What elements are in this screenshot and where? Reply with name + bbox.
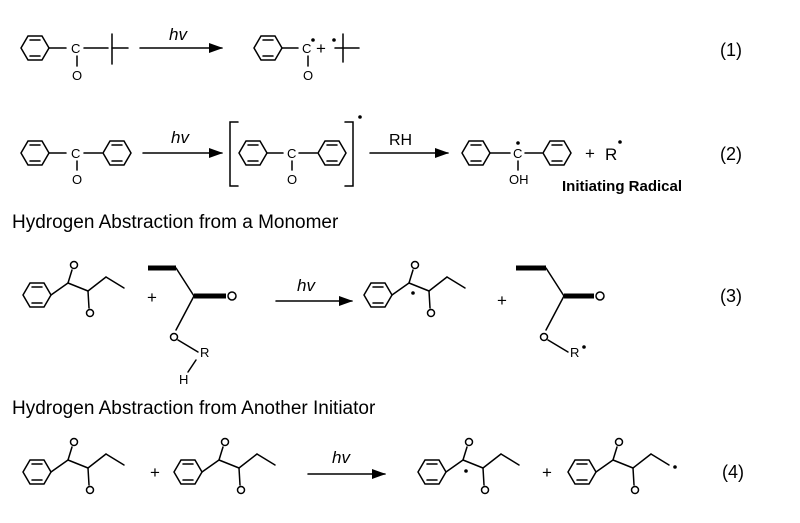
benzene-ring — [317, 140, 347, 166]
equation-number: (1) — [720, 40, 742, 60]
carbonyl-oxygen-atom — [220, 437, 230, 447]
initiating-radical-label: Initiating Radical — [562, 178, 682, 195]
carbonyl-oxygen-atom — [69, 260, 79, 270]
carbonyl-carbon: C — [302, 41, 311, 56]
benzene-ring — [20, 35, 50, 61]
ether-oxygen-atom — [539, 332, 549, 342]
benzene-ring — [20, 140, 50, 166]
carbonyl-oxygen: O — [72, 172, 82, 187]
reaction-4: + hv + (4) — [22, 437, 744, 495]
benzene-ring — [567, 459, 597, 485]
carbonyl-oxygen-atom — [227, 291, 237, 301]
radical-dot — [311, 38, 315, 42]
r-group: R — [570, 345, 579, 360]
radical-dot — [411, 291, 415, 295]
carbonyl-oxygen-atom — [595, 291, 605, 301]
benzene-ring — [238, 140, 268, 166]
benzene-ring — [542, 140, 572, 166]
carbonyl-oxygen-atom — [480, 485, 490, 495]
right-bracket — [344, 121, 354, 187]
condition-label: hv — [297, 276, 316, 295]
carbonyl-carbon: C — [287, 146, 296, 161]
radical-dot — [358, 115, 362, 119]
carbonyl-oxygen: O — [72, 68, 82, 83]
benzene-ring — [22, 459, 52, 485]
carbonyl-carbon: C — [71, 41, 80, 56]
reaction-2: C O hv C O RH C OH + R Initiating Radica… — [20, 115, 742, 195]
carbinol-carbon: C — [513, 146, 522, 161]
equation-number: (4) — [722, 462, 744, 482]
section-heading-initiator: Hydrogen Abstraction from Another Initia… — [12, 398, 376, 419]
carbonyl-oxygen-atom — [464, 437, 474, 447]
benzene-ring — [363, 282, 393, 308]
carbonyl-oxygen-atom — [614, 437, 624, 447]
radical-dot — [464, 469, 468, 473]
radical-symbol: R — [605, 145, 617, 164]
radical-dot — [332, 38, 336, 42]
carbonyl-oxygen-atom — [69, 437, 79, 447]
benzene-ring — [102, 140, 132, 166]
section-heading-monomer: Hydrogen Abstraction from a Monomer — [12, 212, 339, 233]
carbonyl-oxygen-atom — [426, 308, 436, 318]
benzene-ring — [253, 35, 283, 61]
left-bracket — [229, 121, 239, 187]
benzene-ring — [417, 459, 447, 485]
carbonyl-carbon: C — [71, 146, 80, 161]
radical-dot — [618, 140, 622, 144]
carbonyl-oxygen: O — [303, 68, 313, 83]
reaction-3: + R H hv + R (3) — [22, 260, 742, 387]
carbonyl-oxygen-atom — [410, 260, 420, 270]
carbonyl-oxygen-atom — [236, 485, 246, 495]
equation-number: (3) — [720, 286, 742, 306]
plus-sign: + — [497, 291, 507, 310]
benzene-ring — [461, 140, 491, 166]
plus-sign: + — [316, 39, 326, 58]
abstractable-hydrogen: H — [179, 372, 188, 387]
benzene-ring — [173, 459, 203, 485]
carbonyl-oxygen-atom — [85, 485, 95, 495]
radical-dot — [582, 345, 586, 349]
plus-sign: + — [147, 288, 157, 307]
hydroxyl-group: OH — [509, 172, 529, 187]
reagent-label: RH — [389, 132, 412, 149]
condition-label: hv — [332, 448, 351, 467]
carbonyl-oxygen-atom — [85, 308, 95, 318]
equation-number: (2) — [720, 144, 742, 164]
carbonyl-oxygen-atom — [630, 485, 640, 495]
r-group: R — [200, 345, 209, 360]
carbonyl-oxygen: O — [287, 172, 297, 187]
plus-sign: + — [585, 144, 595, 163]
condition-label: hv — [169, 25, 188, 44]
radical-dot — [673, 465, 677, 469]
ether-oxygen-atom — [169, 332, 179, 342]
reaction-1: C O hv C O + (1) — [20, 25, 742, 83]
benzene-ring — [22, 282, 52, 308]
condition-label: hv — [171, 128, 190, 147]
plus-sign: + — [542, 463, 552, 482]
plus-sign: + — [150, 463, 160, 482]
radical-dot — [516, 141, 520, 145]
